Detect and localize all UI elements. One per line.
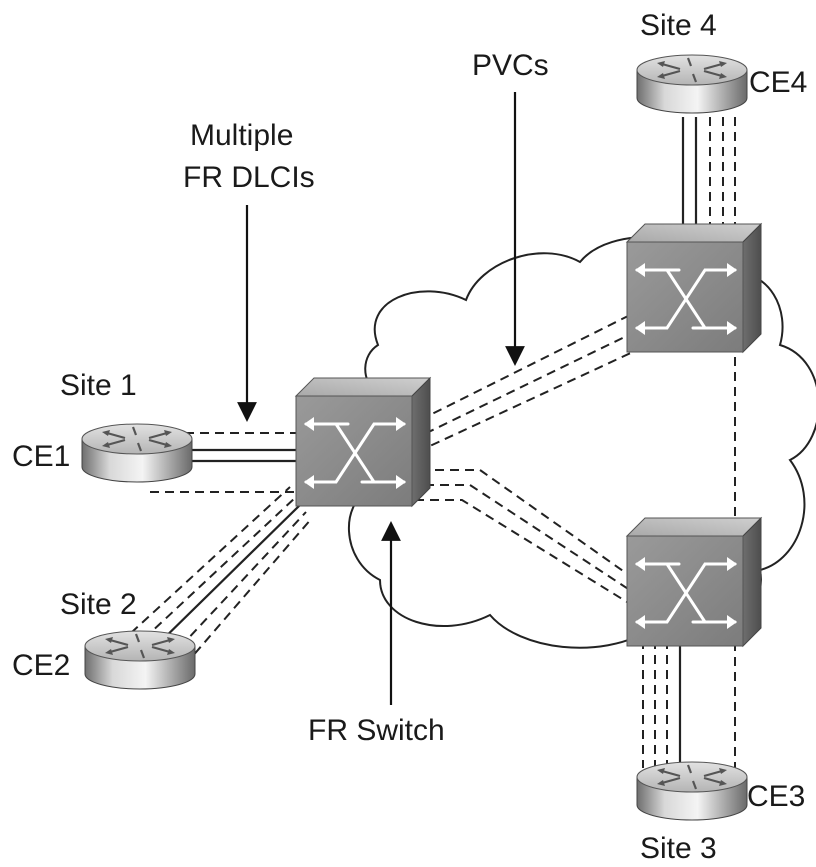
frame-relay-switch-icon bbox=[625, 222, 763, 354]
router-icon bbox=[80, 422, 194, 484]
ce1-label: CE1 bbox=[12, 440, 70, 473]
ce3-label: CE3 bbox=[747, 780, 805, 813]
frame-relay-switch-icon bbox=[625, 516, 763, 648]
pvcs-label: PVCs bbox=[472, 49, 549, 82]
site2-label: Site 2 bbox=[60, 588, 137, 621]
frame-relay-switch-icon bbox=[294, 376, 432, 508]
ce2-label: CE2 bbox=[12, 649, 70, 682]
router-icon bbox=[635, 760, 749, 822]
site4-label: Site 4 bbox=[640, 9, 717, 42]
site1-label: Site 1 bbox=[60, 369, 137, 402]
fr-dlcis-label: FR DLCIs bbox=[183, 161, 315, 194]
ce2-links bbox=[119, 486, 313, 666]
ce4-label: CE4 bbox=[749, 66, 807, 99]
ce1-links bbox=[150, 432, 298, 493]
fr-switch-label: FR Switch bbox=[308, 714, 445, 747]
multiple-label: Multiple bbox=[190, 119, 293, 152]
site3-label: Site 3 bbox=[640, 832, 717, 865]
ce3-links bbox=[642, 640, 682, 768]
router-icon bbox=[83, 629, 197, 691]
router-icon bbox=[635, 53, 749, 115]
pvc-to-site4 bbox=[403, 299, 677, 459]
